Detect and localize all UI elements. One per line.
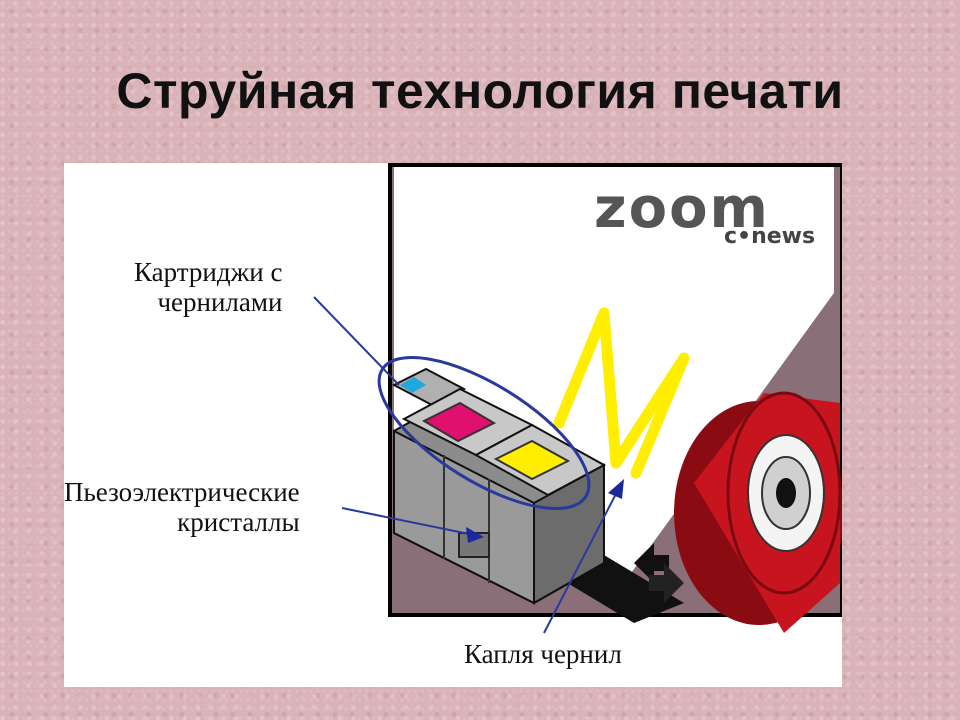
- label-piezo-line1: Пьезоэлектрические: [64, 477, 300, 507]
- zoom-logo: zoom: [594, 176, 770, 241]
- label-piezo-line2: кристаллы: [177, 507, 300, 537]
- cnews-logo: c•news: [724, 224, 816, 249]
- movement-arrows-icon: [634, 543, 684, 603]
- piezo-leader-line: [341, 507, 475, 536]
- label-cartridges-line1: Картриджи с: [134, 257, 283, 287]
- slide-title: Струйная технология печати: [116, 63, 844, 119]
- cartridges-highlight-ellipse: [377, 355, 591, 511]
- label-piezo: Пьезоэлектрические кристаллы: [64, 477, 300, 537]
- printer-illustration: [313, 163, 842, 634]
- label-cartridges: Картриджи с чернилами: [134, 257, 282, 317]
- printer-diagram: zoom c•news Картриджи с чернилами Пьезоэ…: [64, 163, 842, 687]
- drop-leader-line: [543, 487, 620, 634]
- label-drop: Капля чернил: [464, 639, 622, 669]
- cartridges-leader-line: [313, 296, 400, 386]
- label-cartridges-line2: чернилами: [157, 287, 283, 317]
- printed-letter-m: [553, 307, 690, 479]
- drop-arrowhead-icon: [608, 479, 624, 499]
- cartridge-block: [391, 367, 607, 605]
- piezo-arrowhead-icon: [466, 527, 484, 543]
- roller: [674, 391, 842, 633]
